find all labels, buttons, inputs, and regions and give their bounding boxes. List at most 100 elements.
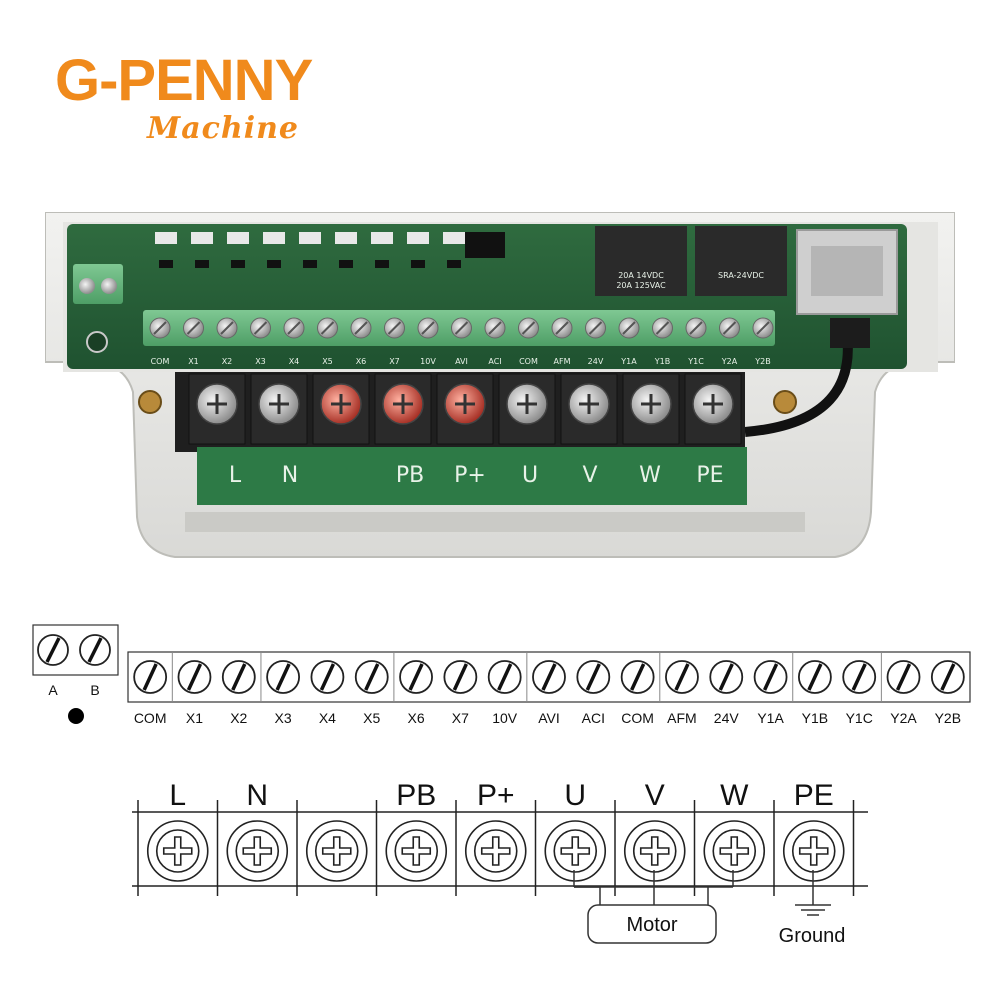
pcb-terminal-label: 24V [588, 357, 604, 366]
control-terminal-label: X2 [230, 710, 247, 726]
dot-marker [68, 708, 84, 724]
control-screw-slot [319, 663, 336, 691]
smd-chip [159, 260, 173, 268]
pcb-screw-slot [722, 321, 737, 335]
control-screw-slot [186, 663, 203, 691]
power-terminal-label: PB [396, 779, 436, 812]
control-screw-slot [275, 663, 291, 691]
ground-connection: Ground [779, 870, 845, 947]
pcb-screw-slot [387, 321, 402, 335]
pcb-terminal-label: X6 [356, 357, 367, 366]
pcb-terminal-label: Y1A [620, 357, 637, 366]
control-screw-slot [674, 663, 690, 691]
control-terminal-label: COM [621, 710, 654, 726]
power-screw-cross [480, 836, 511, 866]
smd-components [155, 232, 505, 268]
pcb-terminal-label: X5 [322, 357, 333, 366]
relay-1-text-2: 20A 125VAC [616, 281, 666, 290]
power-board-label: U [522, 463, 538, 488]
pcb-terminal-label: ACI [488, 357, 501, 366]
power-screw-cross [401, 836, 432, 866]
control-screw-slot [718, 663, 734, 691]
pcb-terminal-label: COM [519, 357, 538, 366]
control-terminal-label: COM [134, 710, 167, 726]
pcb-screw-slot [655, 321, 670, 335]
control-terminal-screws [149, 317, 774, 339]
control-screw-slot [364, 663, 380, 691]
pcb-screw-slot [756, 321, 770, 335]
pcb-terminal-label: Y2B [754, 357, 770, 366]
rj45-opening [811, 246, 883, 296]
pcb-terminal-label: X7 [389, 357, 400, 366]
pcb-screw-slot [454, 321, 469, 335]
smd-chip [339, 260, 353, 268]
control-terminal-label: Y2B [935, 710, 961, 726]
control-terminal-label: X5 [363, 710, 380, 726]
control-terminal-label: X3 [275, 710, 292, 726]
ic-chip [465, 232, 505, 258]
power-board-label: W [639, 463, 661, 488]
terminal-label-a: A [48, 682, 58, 698]
control-terminal-label: AVI [538, 710, 560, 726]
power-terminal-label: W [720, 779, 749, 812]
control-screw-slot [231, 663, 247, 691]
relay-2-text: SRA-24VDC [718, 271, 764, 280]
control-screw-slot [497, 663, 513, 691]
smd-part [191, 232, 213, 244]
pcb-terminal-label: Y1C [687, 357, 704, 366]
brand-title: G-PENNY [55, 48, 313, 113]
power-terminal-screws [188, 373, 742, 445]
pcb-terminal-label: X4 [289, 357, 300, 366]
pcb-screw-slot [186, 321, 201, 335]
control-screw-slot [851, 663, 867, 691]
motor-box [587, 904, 717, 944]
pcb-terminal-label: AFM [554, 357, 571, 366]
power-terminal-label: U [564, 779, 586, 812]
pcb-screw-slot [521, 321, 536, 335]
control-screw-slot [807, 663, 823, 691]
control-screw-slot [142, 663, 158, 691]
brand-logo: G-PENNY Machine [55, 52, 395, 152]
pcb-screw-slot [287, 321, 301, 335]
ab-terminal-screws [37, 634, 111, 666]
pcb-screw-slot [689, 321, 703, 335]
control-terminal-label: Y1A [757, 710, 784, 726]
smd-chip [375, 260, 389, 268]
pcb-terminal-label: X1 [188, 357, 199, 366]
power-terminal-label: V [645, 779, 665, 812]
smd-chip [411, 260, 425, 268]
case-screw-right [773, 390, 797, 414]
control-terminal-label: Y1B [802, 710, 828, 726]
control-terminal-label: ACI [582, 710, 605, 726]
pcb-mount-hole [86, 331, 108, 353]
pcb-screw-slot [421, 321, 435, 335]
control-terminal-label: X4 [319, 710, 336, 726]
pcb-terminal-label: X2 [222, 357, 233, 366]
pcb-terminal-label: Y2A [721, 357, 738, 366]
ab-screw-a [79, 278, 95, 294]
smd-chip [231, 260, 245, 268]
power-board-label: N [282, 463, 298, 488]
control-terminal-label: X6 [407, 710, 424, 726]
pcb-screw-slot [220, 321, 234, 335]
power-screw-cross [242, 836, 273, 866]
smd-part [299, 232, 321, 244]
smd-part [155, 232, 177, 244]
cable-connector [830, 318, 870, 348]
ab-screw-slot [87, 637, 103, 663]
relay-1 [595, 226, 687, 296]
case-screw-left [138, 390, 162, 414]
ab-screw-slot [45, 637, 61, 663]
pcb-screw-slot [588, 321, 603, 335]
power-screw-cross [321, 836, 352, 866]
power-screw-cross [719, 836, 750, 866]
smd-part [335, 232, 357, 244]
power-board-label: PE [696, 463, 723, 488]
pcb-screw-slot [320, 321, 335, 335]
